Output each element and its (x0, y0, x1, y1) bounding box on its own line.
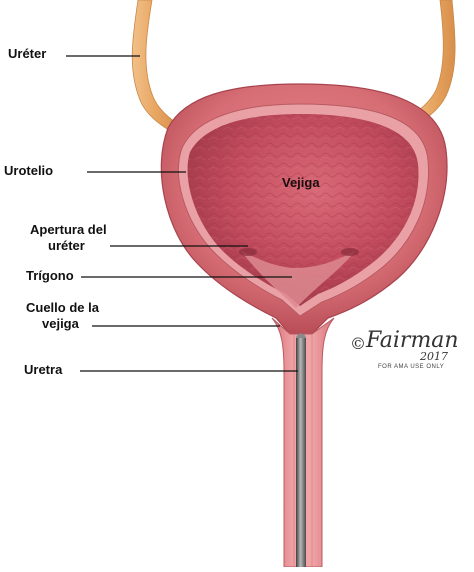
left-ureter-opening (239, 248, 257, 256)
label-urotelio: Urotelio (4, 163, 53, 179)
signature-year: 2017 (420, 350, 448, 363)
left-ureter (132, 0, 178, 132)
label-uretra: Uretra (24, 362, 62, 378)
label-apertura-line2: uréter (48, 238, 85, 254)
label-trigono: Trígono (26, 268, 74, 284)
signature-copyright: © (350, 334, 366, 353)
label-apertura-line1: Apertura del (30, 222, 107, 238)
catheter (296, 338, 306, 567)
label-cuello-line2: vejiga (42, 316, 79, 332)
label-ureter: Uréter (8, 46, 46, 62)
right-ureter-opening (341, 248, 359, 256)
label-cuello-line1: Cuello de la (26, 300, 99, 316)
label-vejiga: Vejiga (282, 175, 320, 190)
signature-note: FOR AMA USE ONLY (378, 364, 444, 370)
